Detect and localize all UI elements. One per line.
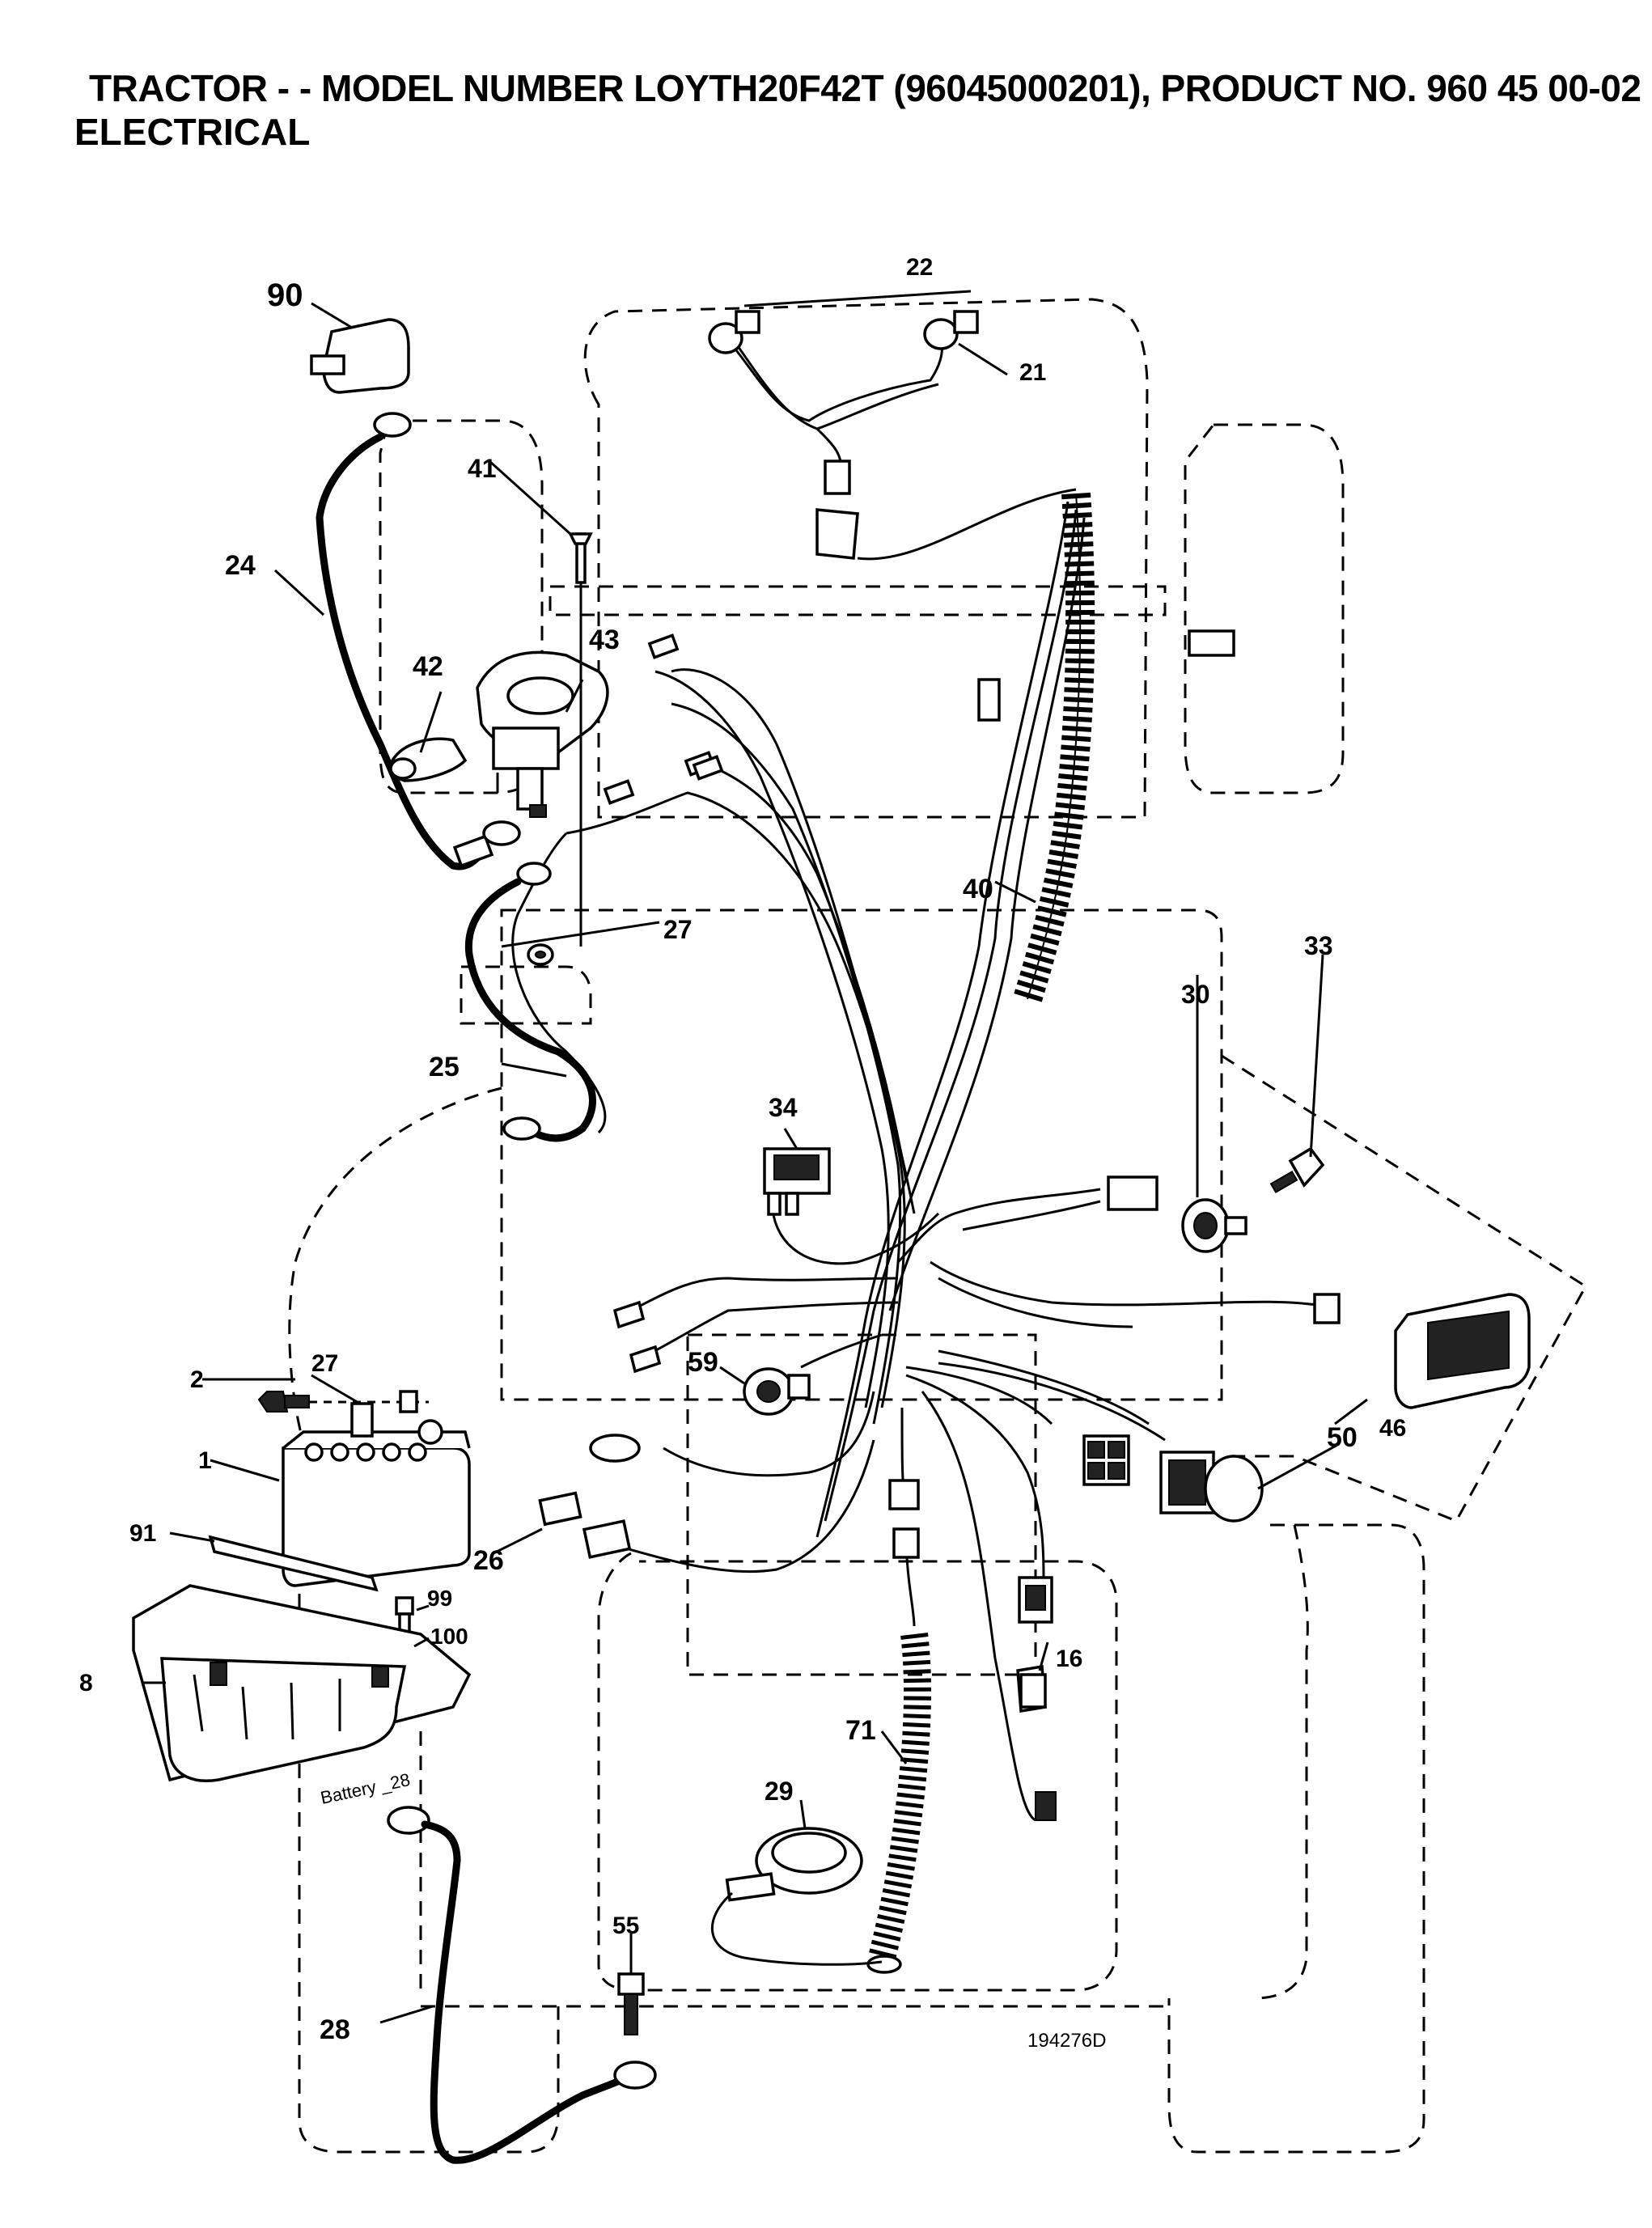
key-33 [1269, 1146, 1325, 1194]
part-16 [1019, 1673, 1047, 1709]
callout-100: 100 [430, 1624, 468, 1649]
drawing-number: 194276D [1027, 2030, 1106, 2052]
callout-2: 2 [190, 1366, 204, 1393]
leader-lines [142, 460, 1368, 2024]
callout-50: 50 [1327, 1422, 1358, 1453]
tractor-outline [288, 298, 1587, 2154]
callout-27b: 27 [311, 1350, 338, 1377]
callout-43: 43 [589, 625, 620, 655]
part-59 [743, 1367, 811, 1416]
callout-16: 16 [1056, 1646, 1082, 1672]
callout-90: 90 [267, 277, 303, 313]
coiled-harness-40 [1013, 492, 1095, 1004]
coiled-cord-71 [866, 1632, 932, 1974]
callout-25: 25 [429, 1052, 460, 1082]
cable-24 [316, 412, 521, 870]
callout-30: 30 [1181, 980, 1210, 1009]
boot-part-90 [310, 302, 410, 394]
solenoid-43 [389, 532, 609, 947]
ignition-switch-30 [1107, 1175, 1247, 1253]
callout-8: 8 [79, 1670, 93, 1696]
callout-27a: 27 [663, 915, 693, 944]
switch-34 [763, 1147, 831, 1216]
cable-25 [464, 862, 596, 1142]
wiring-harness [511, 501, 1328, 1822]
callout-24: 24 [225, 550, 256, 581]
callout-41: 41 [468, 454, 497, 483]
center-connectors [589, 629, 1235, 1821]
section-title: ELECTRICAL [74, 111, 311, 153]
callout-55: 55 [612, 1912, 639, 1939]
battery-label: Battery _28 [319, 1769, 412, 1808]
switch-50 [1082, 1434, 1264, 1523]
callout-29: 29 [765, 1777, 794, 1806]
headlight-harness [708, 290, 1077, 561]
callout-99: 99 [427, 1586, 452, 1611]
battery-1 [257, 1390, 471, 1587]
callout-59: 59 [688, 1347, 718, 1378]
fuse-26 [538, 1491, 632, 1559]
callout-46: 46 [1379, 1415, 1406, 1442]
callout-28: 28 [320, 2014, 350, 2045]
callout-1: 1 [198, 1447, 212, 1474]
callout-26: 26 [473, 1545, 504, 1576]
callout-71: 71 [845, 1715, 876, 1746]
callout-21: 21 [1019, 359, 1046, 386]
callout-34: 34 [769, 1093, 798, 1122]
page-title: TRACTOR - - MODEL NUMBER LOYTH20F42T (96… [89, 67, 1641, 109]
cable-28 [387, 1806, 657, 2164]
callout-40: 40 [963, 874, 993, 904]
callout-42: 42 [413, 651, 443, 682]
callout-22: 22 [906, 254, 933, 281]
callout-91: 91 [129, 1520, 156, 1547]
callout-labels: 90 22 21 41 24 42 43 40 27 25 33 30 34 2… [79, 254, 1406, 2045]
battery-tray-8 [132, 1584, 472, 1782]
switch-46 [1313, 1293, 1531, 1409]
callout-33: 33 [1304, 931, 1333, 960]
part-29 [711, 1827, 883, 1966]
